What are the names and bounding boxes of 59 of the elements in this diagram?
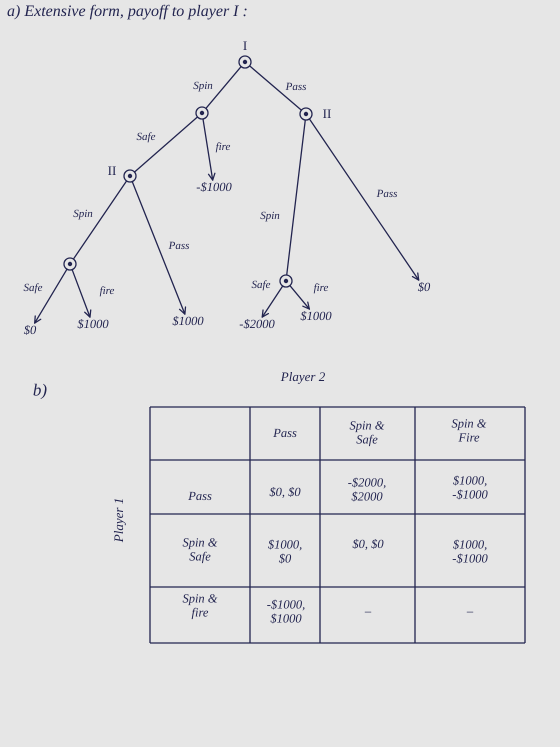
payoff-value: -$2000: [237, 317, 277, 333]
empty-payoff-dash: –: [364, 605, 372, 619]
edge-label: Spin: [192, 80, 214, 92]
strategy-label: Spin & Fire: [450, 417, 488, 445]
payoff-value: $1000: [75, 317, 111, 333]
payoff-value: $1000, -$1000: [451, 474, 489, 502]
edge-label: Spin: [259, 210, 281, 222]
empty-payoff-dash: –: [466, 605, 474, 619]
strategy-label: Spin & Safe: [348, 419, 386, 447]
player-label: II: [322, 106, 332, 122]
tree-branch: [249, 66, 302, 110]
branch-arrow: [262, 286, 283, 318]
edge-label: Pass: [284, 80, 308, 94]
edge-label: fire: [312, 282, 330, 294]
payoff-value: $1000, -$1000: [451, 538, 489, 566]
edge-label: Pass: [168, 240, 190, 252]
tree-branch: [73, 180, 127, 260]
payoff-value: $0, $0: [352, 538, 384, 552]
tree-branch: [206, 66, 242, 109]
branch-arrow: [132, 182, 186, 315]
decision-node: [238, 55, 252, 69]
edge-label: fire: [98, 284, 116, 298]
decision-node: [279, 274, 293, 288]
edge-label: Safe: [136, 130, 156, 144]
section-label: b): [32, 382, 48, 400]
heading: a) Extensive form, payoff to player I :: [7, 3, 248, 21]
branch-arrow: [72, 270, 92, 318]
decision-node: [299, 107, 313, 121]
payoff-value: $0: [416, 280, 432, 296]
decision-node: [123, 169, 137, 183]
payoff-value: $1000: [170, 314, 206, 330]
strategy-label: Spin & fire: [181, 592, 219, 620]
branch-arrow: [202, 118, 216, 181]
edge-label: Safe: [22, 282, 44, 294]
edge-label: Safe: [250, 278, 272, 292]
player-label: I: [242, 38, 248, 54]
decision-node: [195, 106, 209, 120]
payoff-value: $1000, $0: [266, 538, 304, 566]
strategy-label: Pass: [188, 490, 212, 504]
axis-title: Player 1: [112, 498, 126, 542]
branch-arrow: [290, 285, 310, 310]
axis-title: Player 2: [280, 370, 326, 384]
payoff-value: -$1000: [194, 180, 234, 196]
payoff-value: -$1000, $1000: [266, 598, 306, 626]
strategy-label: Pass: [273, 427, 297, 441]
payoff-value: $0: [22, 323, 38, 339]
payoff-value: $1000: [298, 309, 334, 325]
edge-label: Spin: [72, 208, 94, 220]
branch-arrow: [309, 118, 420, 281]
payoff-value: $0, $0: [269, 486, 301, 500]
decision-node: [63, 257, 77, 271]
payoff-value: -$2000, $2000: [346, 476, 388, 504]
strategy-label: Spin & Safe: [181, 536, 219, 564]
tree-branch: [286, 120, 306, 275]
edge-label: Pass: [376, 188, 398, 200]
edge-label: fire: [214, 140, 232, 154]
player-label: II: [108, 164, 116, 178]
tree-branch: [134, 116, 198, 172]
branch-arrow: [34, 269, 68, 324]
